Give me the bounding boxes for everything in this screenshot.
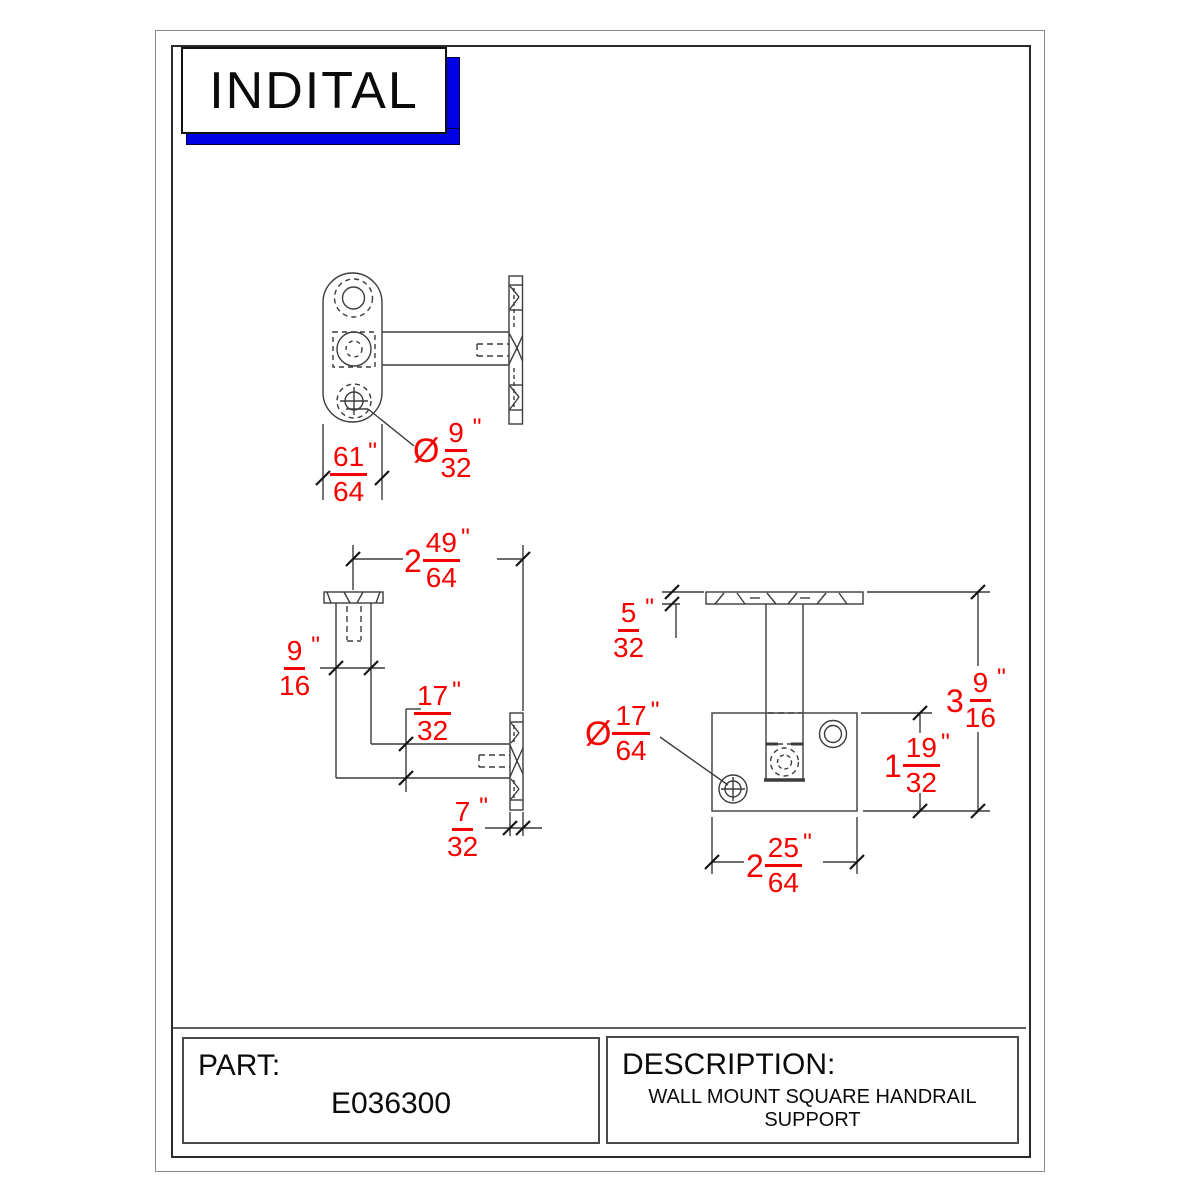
sheet-outer-border bbox=[155, 30, 1045, 1172]
logo-text: INDITAL bbox=[209, 61, 419, 120]
part-label: PART: bbox=[198, 1049, 281, 1082]
side-view bbox=[320, 545, 542, 836]
back-view bbox=[659, 591, 990, 874]
dimension-ticks bbox=[315, 470, 986, 870]
description-label: DESCRIPTION: bbox=[622, 1048, 836, 1081]
sheet-inner-border bbox=[171, 45, 1031, 1158]
description-text: WALL MOUNT SQUARE HANDRAIL SUPPORT bbox=[648, 1086, 977, 1131]
part-box: PART: E036300 bbox=[182, 1037, 600, 1144]
logo-box: INDITAL bbox=[181, 47, 447, 134]
description-box: DESCRIPTION: WALL MOUNT SQUARE HANDRAIL … bbox=[606, 1036, 1019, 1144]
front-view bbox=[322, 272, 524, 500]
part-number: E036300 bbox=[330, 1087, 452, 1120]
